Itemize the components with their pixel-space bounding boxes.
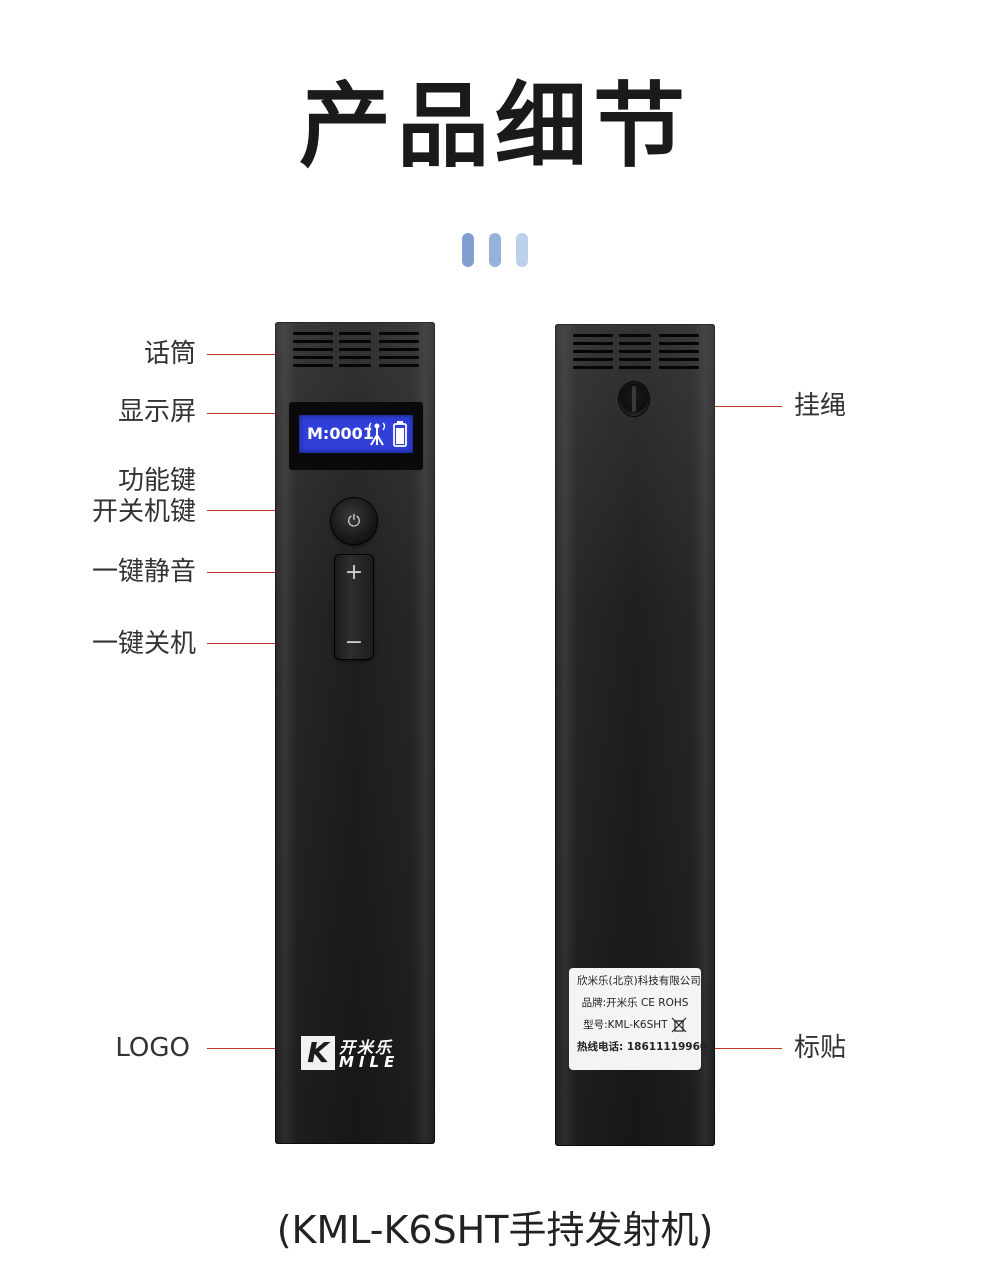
callout-line-display (207, 413, 307, 414)
callout-line-lanyard (672, 406, 782, 407)
back-grille-right (659, 334, 699, 370)
sticker-model-row: 型号:KML-K6SHT (577, 1014, 693, 1036)
callout-line-power (207, 510, 337, 511)
callout-line-sticker (688, 1048, 782, 1049)
display-text: M:0001 (307, 424, 374, 443)
back-grille-center (619, 334, 651, 370)
dot-3 (516, 233, 528, 267)
decorative-dots (462, 233, 532, 267)
back-grille-left (573, 334, 613, 370)
label-mic: 话筒 (143, 339, 196, 369)
sticker-company: 欣米乐(北京)科技有限公司 (577, 975, 701, 987)
brand-logo: K 开米乐 MILE (301, 1034, 411, 1072)
label-shutdown-key: 一键关机 (91, 629, 196, 659)
device-front: M:0001 ⏻ + − K 开米乐 MILE (275, 322, 435, 1144)
product-sticker: 欣米乐(北京)科技有限公司 品牌:开米乐 CE ROHS 型号:KML-K6SH… (569, 968, 708, 1070)
label-sticker: 标贴 (794, 1033, 847, 1063)
dot-1 (462, 233, 474, 267)
callout-line-logo (207, 1048, 315, 1049)
antenna-icon (368, 422, 386, 446)
power-icon: ⏻ (347, 511, 361, 530)
dot-2 (489, 233, 501, 267)
volume-rocker[interactable]: + − (335, 555, 373, 659)
lanyard-hole (619, 382, 649, 416)
logo-english-text: MILE (339, 1053, 400, 1071)
mic-grille-center (339, 332, 371, 368)
page-title: 产品细节 (298, 73, 691, 180)
display-frame: M:0001 (289, 402, 423, 470)
mic-grille-right (379, 332, 419, 368)
shutdown-minus-button[interactable]: − (344, 630, 364, 655)
power-button[interactable]: ⏻ (331, 498, 377, 544)
weee-bin-icon (671, 1017, 687, 1033)
sticker-hotline: 热线电话: 18611119960 (577, 1041, 708, 1053)
display-screen: M:0001 (299, 415, 413, 453)
label-function-key: 功能键 (117, 466, 196, 496)
label-lanyard: 挂绳 (794, 391, 847, 421)
label-display: 显示屏 (117, 397, 196, 427)
mic-grille-left (293, 332, 333, 368)
device-back: 欣米乐(北京)科技有限公司 品牌:开米乐 CE ROHS 型号:KML-K6SH… (555, 324, 715, 1146)
label-power-key: 开关机键 (91, 497, 196, 527)
product-caption: (KML-K6SHT手持发射机) (276, 1208, 714, 1252)
logo-chinese-text: 开米乐 (339, 1038, 394, 1057)
logo-mark: K (301, 1036, 335, 1070)
sticker-brand: 品牌:开米乐 CE ROHS (581, 997, 689, 1009)
label-logo: LOGO (115, 1033, 190, 1063)
label-mute-key: 一键静音 (91, 557, 196, 587)
battery-icon (393, 421, 407, 447)
sticker-model: 型号:KML-K6SHT (583, 1019, 668, 1031)
mute-plus-button[interactable]: + (344, 560, 364, 585)
